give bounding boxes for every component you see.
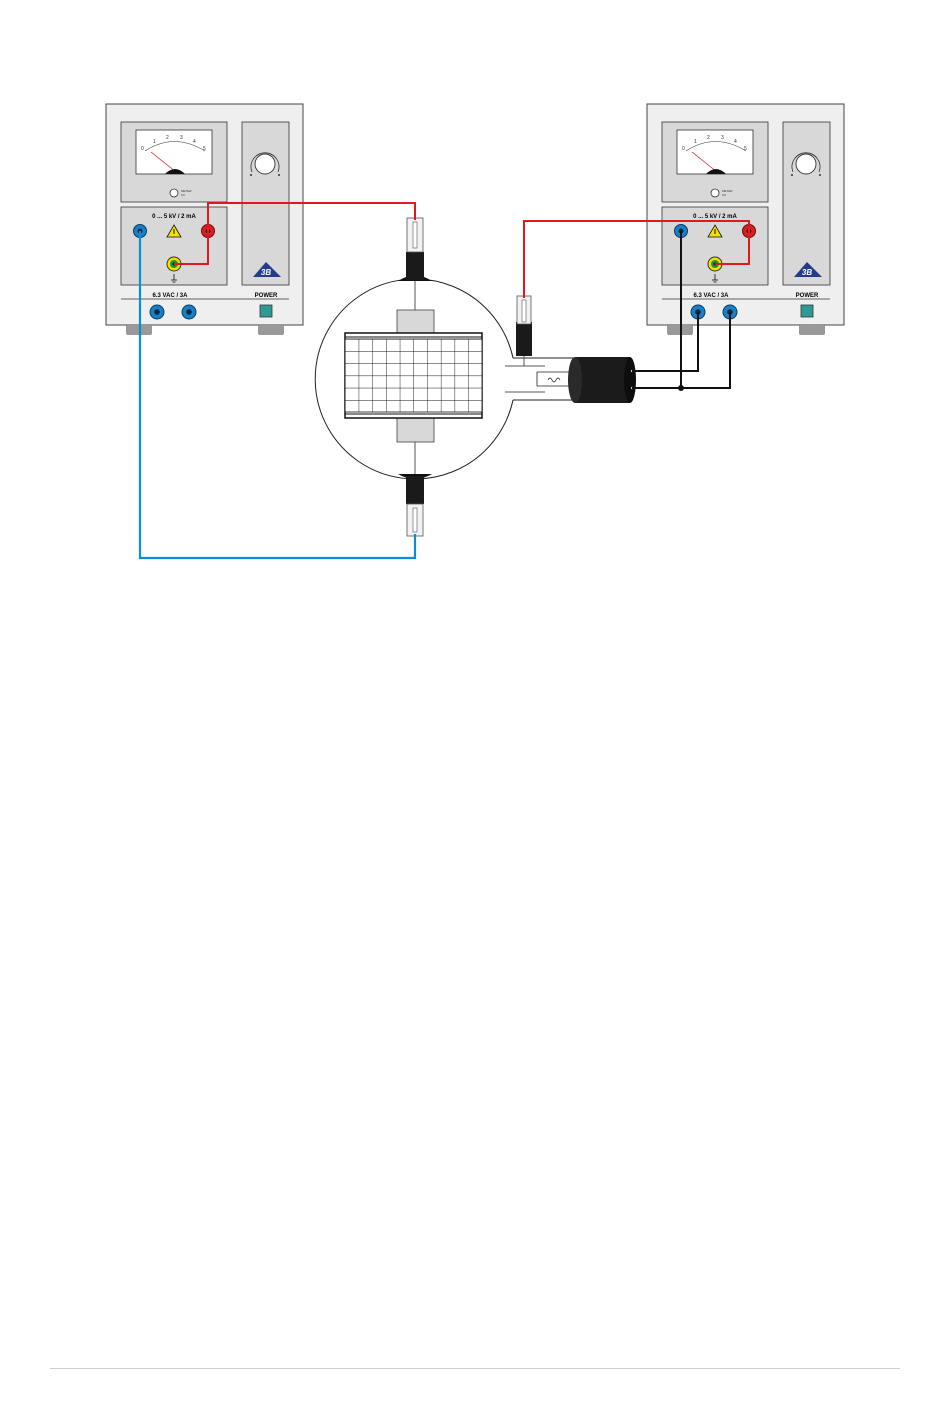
output-rating-label: 0 ... 5 kV / 2 mA xyxy=(152,214,196,220)
meter-tick-label: 2 xyxy=(707,135,710,141)
meter-tick-label: 0 xyxy=(141,146,144,152)
meter-tick-label: 5 xyxy=(203,146,206,152)
power-supply-right: 0 1 2 3 4 5 METER KV 3B 0 ... 5 kV / 2 m… xyxy=(647,104,844,335)
top-plug-pin xyxy=(413,222,417,248)
heater-rating-label: 6.3 VAC / 3A xyxy=(694,293,730,299)
power-button[interactable] xyxy=(801,305,813,317)
voltage-knob[interactable] xyxy=(255,154,275,174)
fluorescent-screen-grid xyxy=(345,339,482,412)
meter-tick-label: 4 xyxy=(193,139,196,145)
power-supply-left: 0 1 2 3 4 5 METER KV 3B 0 ... 5 kV / 2 m… xyxy=(106,104,303,335)
heater-socket-2-hole xyxy=(186,309,192,315)
side-plug-pin xyxy=(522,300,526,322)
meter-tick-label: 1 xyxy=(153,139,156,145)
supply-foot xyxy=(258,325,284,335)
lower-electrode xyxy=(397,418,434,442)
meter-tick-label: 3 xyxy=(180,135,183,141)
knob-min-dot xyxy=(250,174,252,176)
knob-max-dot xyxy=(278,174,280,176)
knob-max-dot xyxy=(819,174,821,176)
meter-tick-label: 2 xyxy=(166,135,169,141)
knob-panel xyxy=(783,122,830,285)
meter-face xyxy=(136,130,212,174)
meter-mini-label: KV xyxy=(722,193,726,197)
heater-socket-1-hole xyxy=(154,309,160,315)
wire-junction-dot xyxy=(678,385,684,391)
upper-electrode xyxy=(397,310,434,334)
tube-socket-front xyxy=(568,357,582,403)
output-rating-label: 0 ... 5 kV / 2 mA xyxy=(693,214,737,220)
tube-socket-end xyxy=(624,357,636,403)
meter-tick-label: 5 xyxy=(744,146,747,152)
logo-text: 3B xyxy=(261,268,271,277)
meter-tick-label: 1 xyxy=(694,139,697,145)
knob-min-dot xyxy=(791,174,793,176)
heater-rating-label: 6.3 VAC / 3A xyxy=(153,293,189,299)
tube-socket xyxy=(575,357,630,403)
bottom-plug-pin xyxy=(413,508,417,532)
power-button[interactable] xyxy=(260,305,272,317)
footer-rule xyxy=(50,1368,900,1369)
meter-tick-label: 3 xyxy=(721,135,724,141)
meter-tick-label: 4 xyxy=(734,139,737,145)
meter-mini-label: KV xyxy=(181,193,185,197)
top-plug-body xyxy=(406,252,424,280)
side-plug-body xyxy=(516,322,532,356)
bottom-plug-body xyxy=(406,476,424,504)
electron-tube xyxy=(315,218,636,536)
logo-text: 3B xyxy=(802,268,812,277)
supply-foot xyxy=(799,325,825,335)
meter-zero-knob[interactable] xyxy=(170,189,178,197)
power-label: POWER xyxy=(255,293,278,299)
meter-zero-knob[interactable] xyxy=(711,189,719,197)
power-label: POWER xyxy=(796,293,819,299)
voltage-knob[interactable] xyxy=(796,154,816,174)
meter-tick-label: 0 xyxy=(682,146,685,152)
meter-face xyxy=(677,130,753,174)
